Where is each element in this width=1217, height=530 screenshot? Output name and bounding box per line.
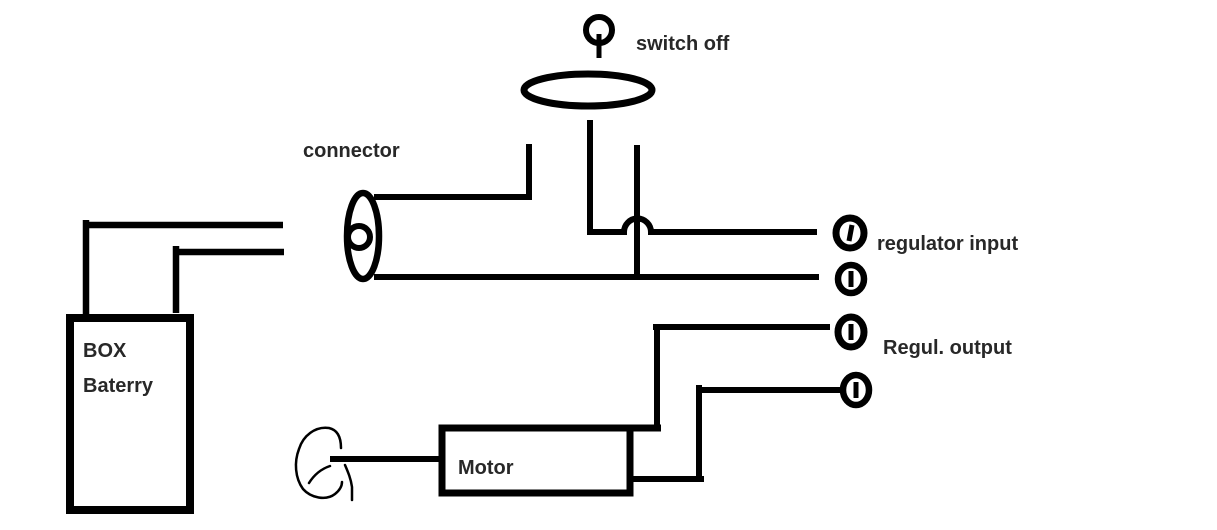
battery-box	[66, 314, 194, 514]
wire-motor-to-output-1	[653, 324, 830, 428]
battery-label-line2: Baterry	[83, 375, 154, 397]
connector-label: connector	[303, 140, 400, 162]
connector-symbol	[343, 189, 383, 283]
propeller-scribble	[294, 426, 354, 502]
terminal-ring-icon	[834, 261, 868, 297]
connector-shell	[343, 189, 383, 283]
terminal-regulator-output-1	[834, 313, 868, 351]
propeller-tail-stroke	[343, 463, 354, 502]
battery-label-line1: BOX	[83, 340, 127, 362]
connector-pin	[345, 223, 373, 251]
regulator-output-label: Regul. output	[883, 337, 1012, 359]
regulator-input-label: regulator input	[877, 233, 1018, 255]
switch-off-label: switch off	[636, 33, 730, 55]
wire-battery-negative	[172, 246, 284, 313]
switch-body-ellipse	[520, 70, 656, 110]
terminal-ring-icon	[832, 214, 868, 252]
motor-label: Motor	[458, 457, 514, 479]
terminal-ring-icon	[839, 371, 873, 409]
terminal-pin	[846, 224, 855, 242]
wire-to-regulator-input-1	[587, 215, 817, 235]
terminal-ring-icon	[834, 313, 868, 351]
terminal-regulator-output-2	[839, 371, 873, 409]
terminal-regulator-input-1	[832, 214, 868, 252]
propeller-inner-stroke	[307, 464, 332, 485]
motor-box	[438, 424, 634, 497]
terminal-regulator-input-2	[834, 261, 868, 297]
wire-connector-top-stub	[374, 144, 532, 200]
propeller-outline	[294, 426, 344, 500]
wire-motor-to-output-2	[630, 385, 845, 482]
wire-battery-positive	[82, 220, 283, 316]
switch-symbol	[520, 14, 656, 110]
